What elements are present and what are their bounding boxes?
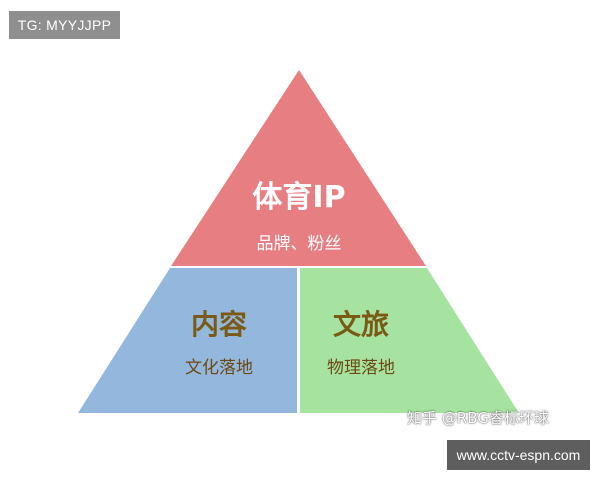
pyramid-tier-bottom-left — [78, 268, 297, 413]
bottom-right-tier-title: 文旅 — [333, 308, 389, 341]
pyramid-tier-bottom-right — [300, 268, 519, 413]
bottom-left-tier-subtitle: 文化落地 — [185, 358, 253, 378]
pyramid-tier-top — [171, 70, 426, 266]
bottom-right-tier-subtitle: 物理落地 — [327, 358, 395, 378]
zhihu-watermark: 知乎 @RBG睿标环球 — [407, 409, 549, 427]
top-tier-title: 体育IP — [252, 180, 345, 215]
bottom-left-tier-title: 内容 — [191, 308, 247, 341]
top-tier-subtitle: 品牌、粉丝 — [257, 234, 342, 254]
tg-badge: TG: MYYJJPP — [9, 11, 120, 39]
site-url-badge: www.cctv-espn.com — [447, 440, 590, 470]
